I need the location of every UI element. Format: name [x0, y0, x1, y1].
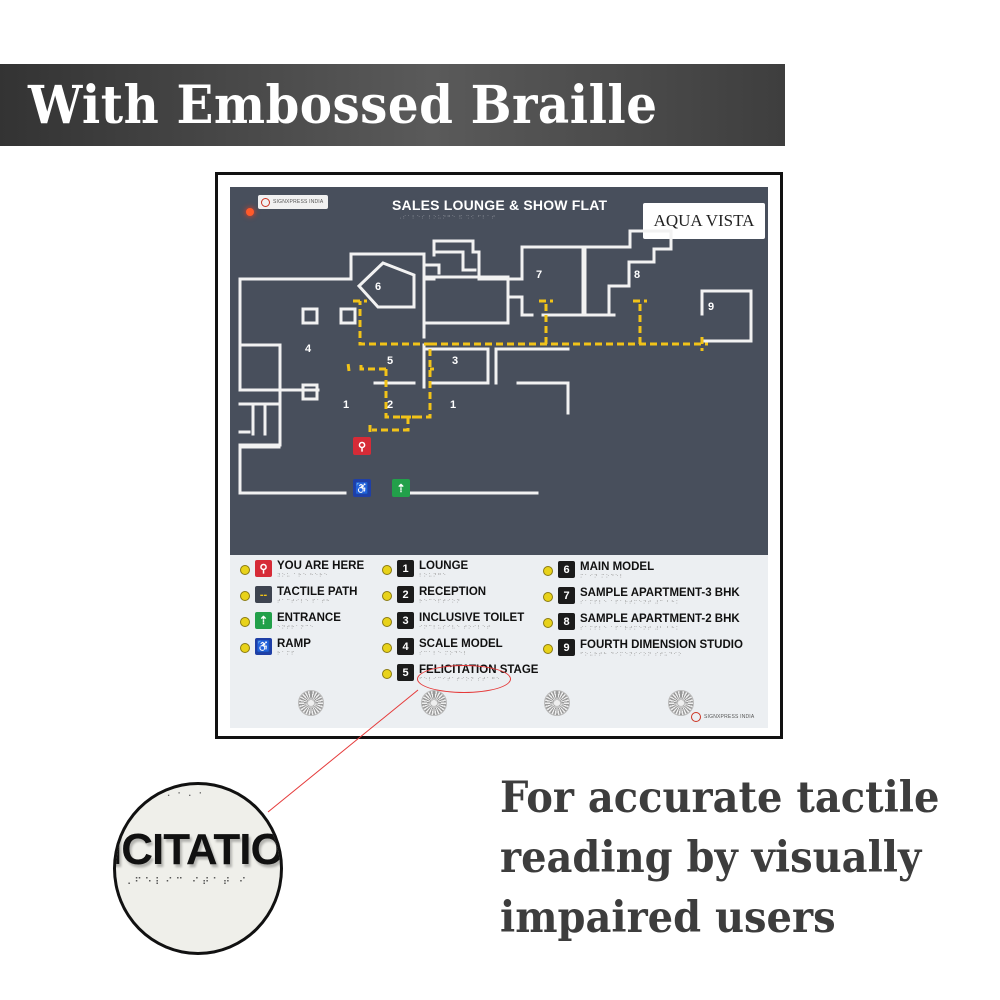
sign-title: SALES LOUNGE & SHOW FLAT — [392, 197, 608, 213]
tactile-button-icon — [382, 643, 392, 653]
tagline-line-3: impaired users — [500, 893, 836, 943]
room-label-3: 3 — [452, 355, 459, 367]
legend-item-4: 4 SCALE MODEL⠎⠉⠁⠇⠑ ⠍⠕⠙⠑⠇ — [382, 638, 503, 658]
led-indicator-icon — [246, 208, 254, 216]
legend-item-you-are-here: ⚲ YOU ARE HERE⠽⠕⠥ ⠁⠗⠑ ⠓⠑⠗⠑ — [240, 560, 364, 580]
legend-panel: ⚲ YOU ARE HERE⠽⠕⠥ ⠁⠗⠑ ⠓⠑⠗⠑ -- TACTILE PA… — [230, 555, 768, 728]
entrance-icon: ⇡ — [255, 612, 272, 629]
ramp-marker-icon: ♿ — [353, 479, 371, 497]
tactile-button-icon — [382, 591, 392, 601]
magnified-letters: ICITATIO — [113, 825, 283, 874]
legend-item-3: 3 INCLUSIVE TOILET⠊⠝⠉⠇⠥⠎⠊⠧⠑ ⠞⠕⠊⠇⠑⠞ — [382, 612, 524, 632]
header-banner: With Embossed Braille — [0, 64, 785, 146]
tactile-button-icon — [543, 566, 553, 576]
location-pin-icon: ⚲ — [255, 560, 272, 577]
tagline-line-2: reading by visually — [500, 833, 922, 883]
project-name-plate: AQUA VISTA — [643, 203, 765, 239]
floor-plan-map — [238, 229, 753, 495]
tagline: For accurate tactile reading by visually… — [500, 768, 980, 948]
number-badge: 1 — [397, 560, 414, 577]
brand-logo-icon — [261, 197, 270, 207]
banner-title: With Embossed Braille — [28, 74, 658, 136]
number-badge: 4 — [397, 638, 414, 655]
number-badge: 2 — [397, 586, 414, 603]
room-label-5: 5 — [387, 355, 394, 367]
floor-plan-panel: SIGNXPRESS INDIA SALES LOUNGE & SHOW FLA… — [230, 187, 768, 555]
brand-logo: SIGNXPRESS INDIA — [258, 195, 328, 209]
legend-item-entrance: ⇡ ENTRANCE⠑⠝⠞⠗⠁⠝⠉⠑ — [240, 612, 341, 632]
number-badge: 9 — [558, 639, 575, 656]
room-label-7: 7 — [536, 269, 543, 281]
room-label-9: 9 — [708, 301, 715, 313]
tactile-path-icon: -- — [255, 586, 272, 603]
tactile-button-icon — [543, 592, 553, 602]
legend-item-2: 2 RECEPTION⠗⠑⠉⠑⠏⠞⠊⠕⠝ — [382, 586, 486, 606]
tagline-line-1: For accurate tactile — [500, 773, 940, 823]
tactile-button-icon — [240, 591, 250, 601]
signage-photo: SIGNXPRESS INDIA SALES LOUNGE & SHOW FLA… — [215, 172, 783, 739]
number-badge: 5 — [397, 664, 414, 681]
tactile-button-icon — [240, 617, 250, 627]
title-braille: ⠠⠎⠁⠇⠑⠎ ⠇⠕⠥⠝⠛⠑ ⠯ ⠩⠪ ⠋⠇⠁⠞ — [398, 215, 497, 221]
room-label-6: 6 — [375, 281, 382, 293]
speaker-grille-icon — [421, 690, 447, 716]
room-label-2: 2 — [387, 399, 394, 411]
speaker-grille-icon — [544, 690, 570, 716]
room-label-1-left: 1 — [343, 399, 350, 411]
footer-brand-logo: SIGNXPRESS INDIA — [691, 712, 754, 722]
room-label-8: 8 — [634, 269, 641, 281]
magnified-braille: ⠠⠋⠑⠇⠊⠉ ⠊⠞⠁⠞ ⠊ — [124, 877, 250, 888]
speaker-grille-icon — [298, 690, 324, 716]
braille-magnifier: ⠁⠂⠁⠂⠁ ICITATIO ⠠⠋⠑⠇⠊⠉ ⠊⠞⠁⠞ ⠊ — [113, 782, 283, 955]
braille-highlight-circle — [417, 665, 511, 693]
tactile-button-icon — [240, 643, 250, 653]
legend-item-ramp: ♿ RAMP⠗⠁⠍⠏ — [240, 638, 311, 658]
tactile-button-icon — [543, 618, 553, 628]
number-badge: 8 — [558, 613, 575, 630]
brand-logo-icon — [691, 712, 701, 722]
room-label-4: 4 — [305, 343, 312, 355]
wheelchair-icon: ♿ — [255, 638, 272, 655]
legend-item-7: 7 SAMPLE APARTMENT-3 BHK⠎⠁⠍⠏⠇⠑ ⠁⠏⠁⠗⠞⠍⠑⠝⠞… — [543, 587, 740, 607]
number-badge: 3 — [397, 612, 414, 629]
tactile-button-icon — [543, 644, 553, 654]
tactile-button-icon — [240, 565, 250, 575]
tactile-button-icon — [382, 669, 392, 679]
number-badge: 6 — [558, 561, 575, 578]
legend-item-6: 6 MAIN MODEL⠍⠁⠊⠝ ⠍⠕⠙⠑⠇ — [543, 561, 654, 581]
legend-item-9: 9 FOURTH DIMENSION STUDIO⠋⠕⠥⠗⠞⠓ ⠙⠊⠍⠑⠝⠎⠊⠕… — [543, 639, 743, 659]
speaker-grille-icon — [668, 690, 694, 716]
legend-item-1: 1 LOUNGE⠇⠕⠥⠝⠛⠑ — [382, 560, 468, 580]
you-are-here-marker-icon: ⚲ — [353, 437, 371, 455]
tactile-button-icon — [382, 565, 392, 575]
entrance-marker-icon: ⇡ — [392, 479, 410, 497]
tactile-button-icon — [382, 617, 392, 627]
legend-item-tactile-path: -- TACTILE PATH⠞⠁⠉⠞⠊⠇⠑ ⠏⠁⠞⠓ — [240, 586, 358, 606]
legend-item-8: 8 SAMPLE APARTMENT-2 BHK⠎⠁⠍⠏⠇⠑ ⠁⠏⠁⠗⠞⠍⠑⠝⠞… — [543, 613, 740, 633]
room-label-1-right: 1 — [450, 399, 457, 411]
number-badge: 7 — [558, 587, 575, 604]
